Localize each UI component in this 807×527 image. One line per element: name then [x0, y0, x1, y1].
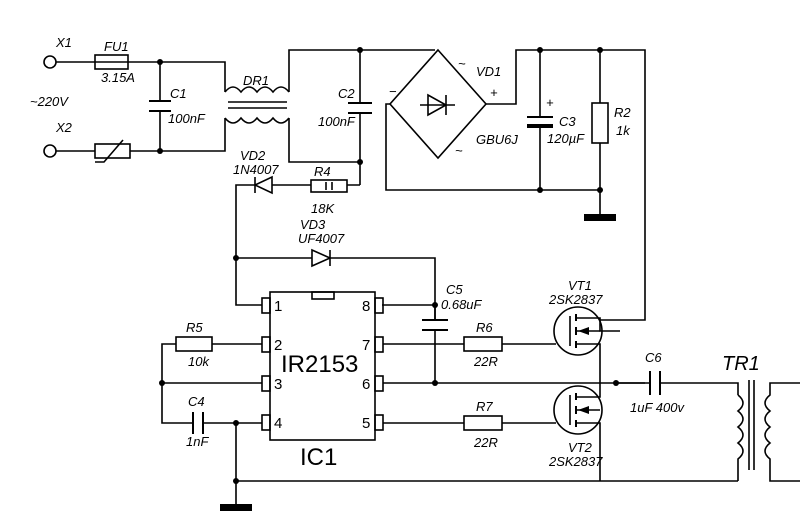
mosfet-vt2: [553, 383, 603, 481]
label-fu1: FU1: [104, 39, 129, 54]
label-vd1-value: GBU6J: [476, 132, 518, 147]
terminal-x1: [43, 55, 57, 69]
wire-ground: [235, 423, 738, 505]
label-r7: R7: [476, 399, 493, 414]
choke-dr1: [224, 49, 435, 163]
ic-ref: IC1: [300, 444, 337, 471]
label-vd1-minus: −: [389, 84, 397, 99]
wire-r4-vd2: [235, 184, 360, 306]
label-x1: X1: [55, 35, 72, 50]
pin-8: 8: [362, 298, 370, 315]
label-r5: R5: [186, 320, 203, 335]
label-r4-value: 18K: [311, 201, 335, 216]
label-c3-value: 120µF: [547, 131, 585, 146]
label-c6-value: 1uF 400v: [630, 400, 685, 415]
label-vd1-plus: +: [490, 85, 498, 100]
varistor-slash: [95, 139, 124, 163]
label-vt2-value: 2SK2837: [548, 454, 603, 469]
ground-symbol-top: [584, 214, 616, 221]
label-c2-value: 100nF: [318, 114, 356, 129]
pin-7: 7: [362, 337, 370, 354]
label-c3-plus: +: [546, 95, 554, 110]
mosfet-vt1: [553, 306, 620, 383]
label-c5: C5: [446, 282, 463, 297]
label-x2: X2: [55, 120, 73, 135]
label-r4: R4: [314, 164, 331, 179]
label-c1: C1: [170, 86, 187, 101]
resistor-r4: [310, 179, 348, 193]
label-r6: R6: [476, 320, 493, 335]
resistor-r6: [463, 336, 503, 352]
label-vd1-ac1: ~: [458, 56, 466, 71]
label-r2: R2: [614, 105, 631, 120]
label-vd3-value: UF4007: [298, 231, 345, 246]
label-r6-value: 22R: [473, 354, 498, 369]
bridge-vd1: [385, 48, 646, 321]
label-vt2: VT2: [568, 440, 593, 455]
label-vt1: VT1: [568, 278, 592, 293]
pin-2: 2: [274, 337, 282, 354]
label-r5-value: 10k: [188, 354, 210, 369]
wire-c6: [616, 382, 739, 395]
label-dr1: DR1: [243, 73, 269, 88]
label-c3: C3: [559, 114, 576, 129]
pin-3: 3: [274, 376, 282, 393]
label-r7-value: 22R: [473, 435, 498, 450]
label-vd1-ac2: ~: [455, 143, 463, 158]
resistor-r2: [591, 102, 609, 144]
label-r2-value: 1k: [616, 123, 631, 138]
resistor-r7: [463, 415, 503, 431]
pin-5: 5: [362, 415, 370, 432]
label-c2: C2: [338, 86, 355, 101]
label-c5-value: 0.68uF: [441, 297, 483, 312]
label-c6: C6: [645, 350, 662, 365]
wire-vd3: [236, 257, 436, 320]
label-mains: ~220V: [30, 94, 69, 109]
label-vd2-value: 1N4007: [233, 162, 279, 177]
pin-1: 1: [274, 298, 282, 315]
ground-symbol-bottom: [220, 504, 252, 511]
label-vd3: VD3: [300, 217, 326, 232]
label-c1-value: 100nF: [168, 111, 206, 126]
label-tr1: TR1: [722, 353, 760, 375]
label-c4: C4: [188, 394, 205, 409]
label-vd2: VD2: [240, 148, 266, 163]
wire-x1: [56, 61, 226, 85]
transformer-tr1: [736, 380, 800, 482]
varistor: [94, 143, 131, 159]
terminal-x2: [43, 144, 57, 158]
ic-name: IR2153: [281, 351, 358, 378]
label-fu1-value: 3.15A: [101, 70, 135, 85]
resistor-r5: [175, 336, 213, 352]
label-c4-value: 1nF: [186, 434, 209, 449]
label-vd1: VD1: [476, 64, 501, 79]
wire-x2: [56, 125, 226, 152]
pin-6: 6: [362, 376, 370, 393]
pin-4: 4: [274, 415, 282, 432]
diode-vd3: [311, 248, 332, 268]
label-vt1-value: 2SK2837: [548, 292, 603, 307]
diode-vd2: [253, 175, 273, 195]
